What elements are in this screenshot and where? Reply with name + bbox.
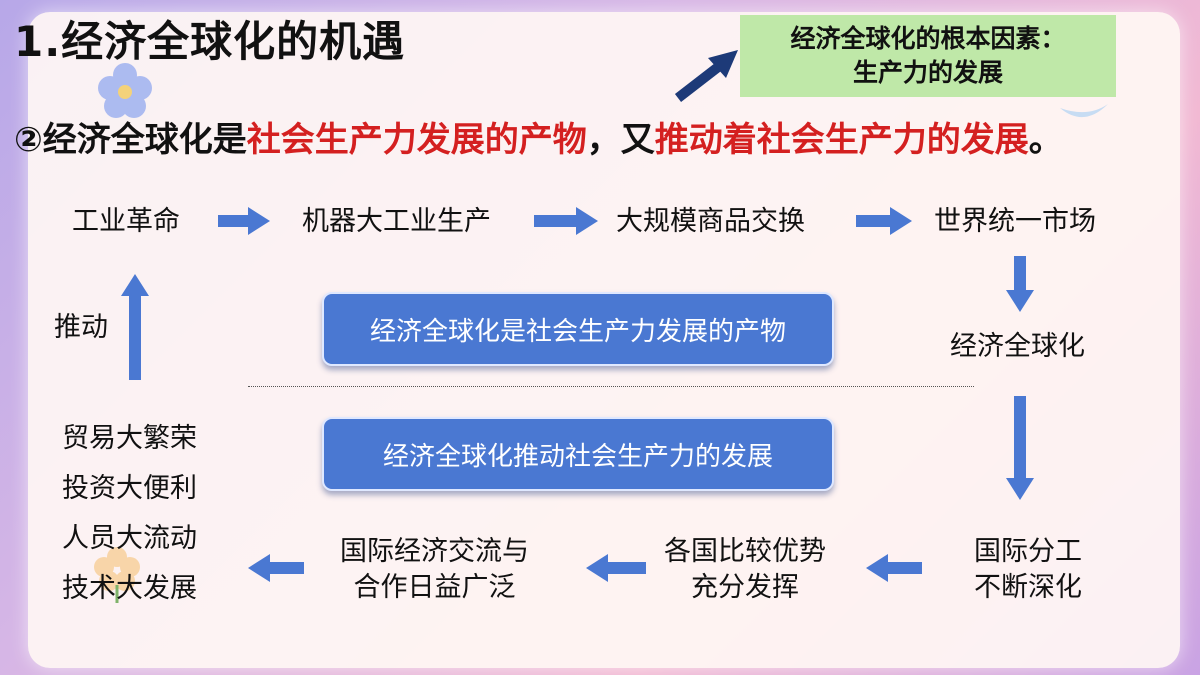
section-divider	[248, 386, 974, 387]
node-economic-globalization: 经济全球化	[950, 331, 1085, 362]
node-division-of-labor: 国际分工 不断深化	[974, 534, 1082, 606]
result-investment: 投资大便利	[62, 473, 197, 504]
moon-decoration-icon	[1060, 104, 1108, 118]
page-title: 1.经济全球化的机遇	[14, 17, 406, 66]
node-push-label: 推动	[54, 312, 108, 343]
node-division-line-1: 国际分工	[974, 536, 1082, 567]
node-cooperation-line-2: 合作日益广泛	[353, 572, 516, 603]
node-results-list: 贸易大繁荣 投资大便利 人员大流动 技术大发展	[62, 414, 197, 614]
arrow-down-icon	[1006, 256, 1034, 312]
pointer-arrow-icon	[674, 50, 738, 102]
note-line-1: 经济全球化的根本因素：	[790, 24, 1066, 53]
note-line-2: 生产力的发展	[852, 58, 1003, 87]
node-international-cooperation: 国际经济交流与 合作日益广泛	[340, 534, 529, 606]
arrow-left-icon	[586, 554, 646, 582]
subtitle-suffix: 。	[1028, 120, 1063, 160]
result-trade: 贸易大繁荣	[62, 423, 197, 454]
callout-product: 经济全球化是社会生产力发展的产物	[322, 292, 834, 366]
arrow-down-icon	[1006, 396, 1034, 500]
node-advantage-line-1: 各国比较优势	[664, 536, 826, 567]
arrow-up-icon	[121, 274, 149, 380]
result-technology: 技术大发展	[62, 573, 197, 604]
node-advantage-line-2: 充分发挥	[691, 572, 799, 603]
arrow-right-icon	[218, 207, 270, 235]
subtitle-emphasis-2: 推动着社会生产力的发展	[654, 120, 1029, 160]
result-personnel: 人员大流动	[62, 523, 197, 554]
node-world-market: 世界统一市场	[934, 206, 1096, 237]
node-division-line-2: 不断深化	[974, 572, 1082, 603]
arrow-right-icon	[534, 207, 598, 235]
subtitle-prefix: ②经济全球化是	[14, 120, 247, 160]
subtitle-emphasis-1: 社会生产力发展的产物	[246, 120, 587, 160]
node-commodity-exchange: 大规模商品交换	[616, 206, 805, 237]
flower-decoration-icon	[98, 63, 152, 118]
node-industrial-revolution: 工业革命	[72, 206, 180, 237]
arrow-left-icon	[248, 554, 304, 582]
callout-promote: 经济全球化推动社会生产力的发展	[322, 417, 834, 491]
node-comparative-advantage: 各国比较优势 充分发挥	[664, 534, 826, 606]
fundamental-factor-note: 经济全球化的根本因素： 生产力的发展	[740, 15, 1116, 97]
subtitle-middle: ，又	[586, 120, 655, 160]
node-machine-industry: 机器大工业生产	[302, 206, 491, 237]
node-cooperation-line-1: 国际经济交流与	[340, 536, 529, 567]
flower-decoration-icon	[94, 547, 140, 603]
arrow-left-icon	[866, 554, 922, 582]
subtitle: ②经济全球化是社会生产力发展的产物，又推动着社会生产力的发展。	[14, 112, 1063, 161]
arrow-right-icon	[856, 207, 912, 235]
